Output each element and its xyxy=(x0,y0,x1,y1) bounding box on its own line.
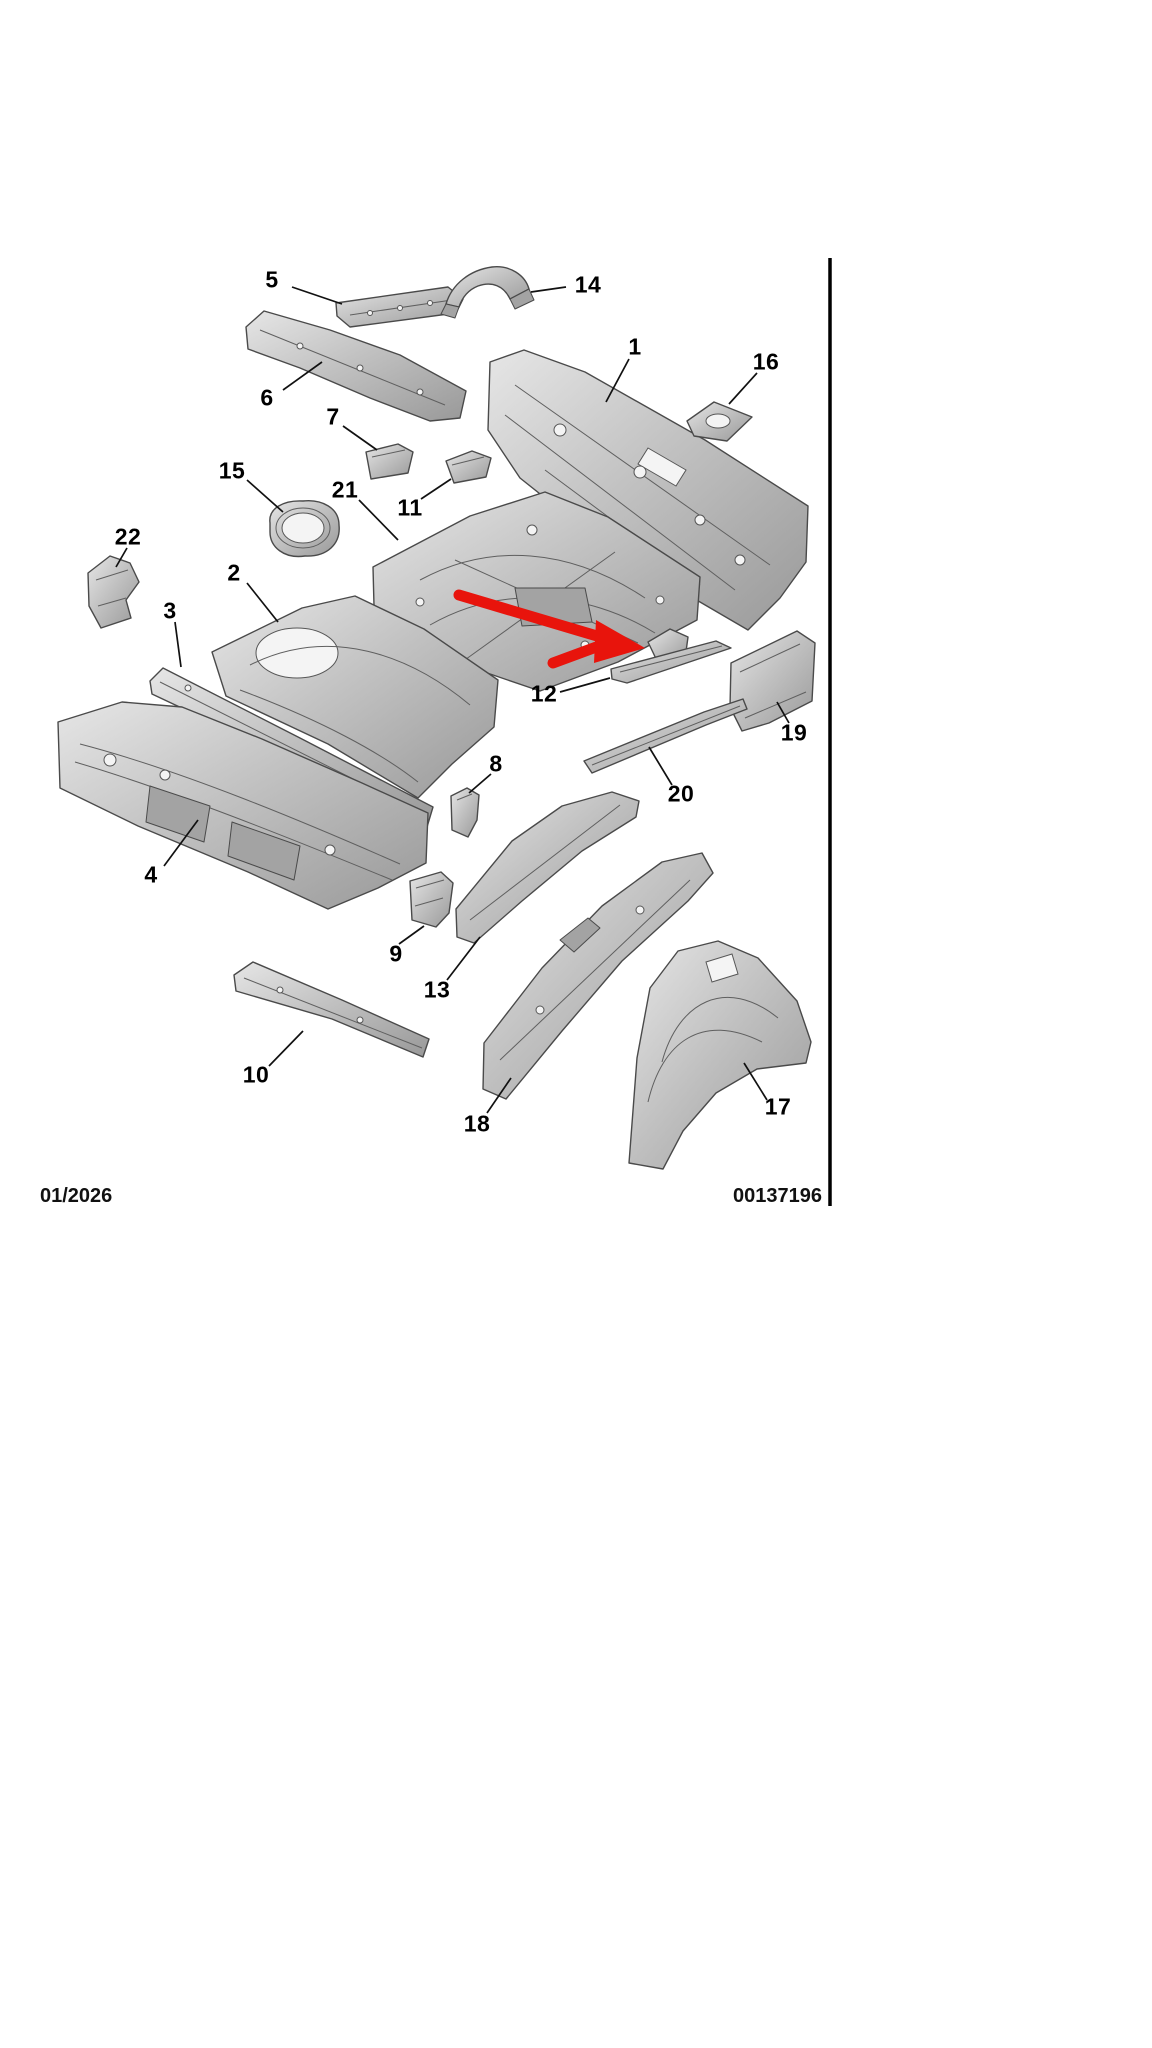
part-label-7: 7 xyxy=(326,403,340,430)
highlight-arrow-shaft-upper xyxy=(453,589,603,642)
part-shape-13 xyxy=(455,791,640,944)
part-shape-9 xyxy=(409,871,454,928)
part-shape-2 xyxy=(211,595,499,799)
part-shape-22 xyxy=(87,555,140,629)
part-label-2: 2 xyxy=(227,559,241,586)
footer-doc-number: 00137196 xyxy=(733,1185,822,1207)
part-shape-8 xyxy=(450,787,480,838)
part-shape-18 xyxy=(482,852,714,1100)
part-shape-12 xyxy=(610,628,732,684)
part-label-9: 9 xyxy=(389,940,403,967)
part-label-12: 12 xyxy=(530,680,558,707)
part-label-17: 17 xyxy=(764,1093,792,1120)
part-shape-16 xyxy=(686,401,753,442)
footer-date: 01/2026 xyxy=(40,1185,113,1207)
highlight-arrow-head xyxy=(594,620,645,663)
part-label-11: 11 xyxy=(397,494,423,521)
highlight-arrow-shaft-lower xyxy=(547,640,605,669)
part-label-18: 18 xyxy=(463,1110,491,1137)
part-label-14: 14 xyxy=(574,271,602,298)
leader-lines xyxy=(115,286,790,1114)
part-label-3: 3 xyxy=(163,597,177,624)
part-shape-7 xyxy=(365,443,414,480)
part-label-16: 16 xyxy=(752,348,780,375)
part-shape-4 xyxy=(57,701,429,910)
part-label-10: 10 xyxy=(242,1061,270,1088)
part-shape-1 xyxy=(487,349,809,631)
part-shape-19 xyxy=(729,630,816,732)
part-label-22: 22 xyxy=(114,523,142,550)
part-label-21: 21 xyxy=(331,476,359,503)
part-label-6: 6 xyxy=(260,384,274,411)
part-shape-6 xyxy=(245,310,467,422)
part-label-4: 4 xyxy=(144,861,158,888)
part-label-15: 15 xyxy=(218,457,246,484)
highlight-arrow xyxy=(453,589,645,669)
part-shape-14 xyxy=(440,266,535,319)
part-shape-15 xyxy=(269,500,340,558)
part-label-5: 5 xyxy=(265,266,279,293)
part-shape-10 xyxy=(233,961,430,1058)
part-label-20: 20 xyxy=(667,780,695,807)
parts-diagram-canvas xyxy=(57,258,832,1206)
part-label-13: 13 xyxy=(423,976,451,1003)
part-shape-17 xyxy=(628,940,812,1170)
part-label-1: 1 xyxy=(628,333,642,360)
part-label-19: 19 xyxy=(780,719,808,746)
part-shape-20 xyxy=(583,698,748,774)
part-shape-11 xyxy=(445,450,492,484)
part-label-8: 8 xyxy=(489,750,503,777)
